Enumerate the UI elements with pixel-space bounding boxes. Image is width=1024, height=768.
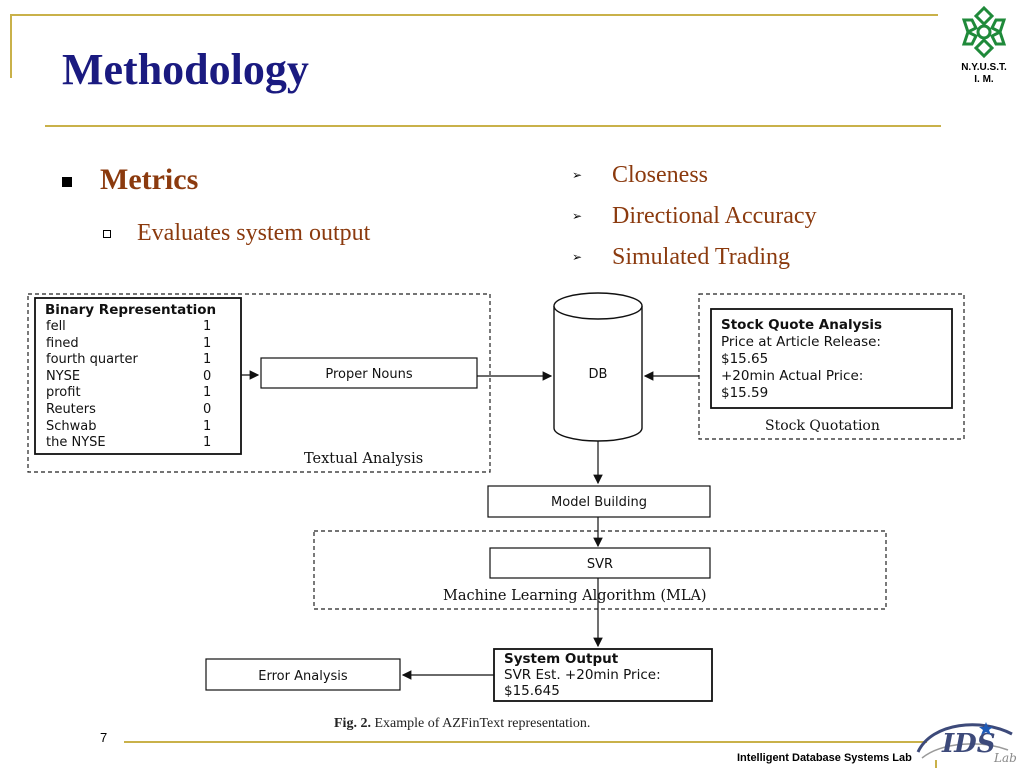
model-building-box [487, 485, 711, 518]
db-label: DB [589, 367, 608, 382]
svr-box [489, 547, 711, 579]
logo-caption-line2: I. M. [974, 74, 994, 85]
page-number: 7 [100, 730, 108, 745]
binary-value: 0 [203, 402, 211, 417]
metrics-list-item-text: Closeness [612, 162, 708, 188]
proper-nouns-label: Proper Nouns [325, 367, 413, 382]
footer-left-rule [124, 741, 927, 743]
mla-label: Machine Learning Algorithm (MLA) [443, 588, 707, 604]
binary-term: the NYSE [46, 435, 106, 450]
textual-analysis-label: Textual Analysis [304, 451, 423, 467]
stock-quote-analysis-box [710, 308, 953, 409]
binary-value: 0 [203, 369, 211, 384]
stock-quote-line: Price at Article Release: [721, 334, 881, 350]
stock-quotation-label: Stock Quotation [765, 418, 880, 434]
hollow-square-bullet-icon [103, 230, 111, 238]
binary-value: 1 [203, 319, 211, 334]
footer-lab-name: Intelligent Database Systems Lab [737, 752, 912, 764]
model-building-label: Model Building [551, 495, 647, 510]
chevron-right-icon: ➢ [572, 250, 583, 264]
binary-term: Reuters [46, 402, 96, 417]
error-analysis-label: Error Analysis [258, 669, 348, 684]
bullet-evaluates-text: Evaluates system output [137, 220, 371, 246]
figure-caption-number: Fig. 2. [334, 716, 371, 731]
metrics-list-item-text: Simulated Trading [612, 244, 791, 270]
title-underline [45, 125, 941, 127]
stock-quotation-region [698, 293, 965, 440]
ids-logo-text: IDS [941, 729, 996, 759]
binary-term: Schwab [46, 419, 97, 434]
metrics-list-item-text: Directional Accuracy [612, 203, 817, 229]
footer-right-rule [935, 760, 937, 768]
binary-term: profit [46, 385, 81, 400]
system-output-line: $15.645 [504, 683, 560, 699]
binary-value: 1 [203, 419, 211, 434]
binary-term: fined [46, 336, 79, 351]
azfintext-diagram: Binary Representation fell 1 fined 1 fou… [27, 292, 965, 702]
slide-title: Methodology [62, 45, 309, 94]
bullet-metrics-text: Metrics [100, 163, 199, 196]
binary-term: fourth quarter [46, 352, 138, 367]
stock-quote-line: +20min Actual Price: [721, 368, 863, 384]
binary-representation-box [34, 297, 242, 455]
mla-region [313, 530, 887, 610]
ids-logo-sub: Lab [993, 751, 1017, 765]
binary-term: NYSE [46, 369, 80, 384]
header-left-rule [10, 14, 12, 78]
chevron-right-icon: ➢ [572, 168, 583, 182]
logo-caption-line1: N.Y.U.S.T. [961, 62, 1007, 73]
system-output-line: SVR Est. +20min Price: [504, 667, 661, 683]
binary-representation-title: Binary Representation [45, 302, 216, 318]
binary-rows: fell 1 fined 1 fourth quarter 1 NYSE 0 p… [46, 319, 211, 450]
binary-value: 1 [203, 336, 211, 351]
binary-value: 1 [203, 435, 211, 450]
proper-nouns-box [260, 357, 478, 389]
binary-term: fell [46, 319, 66, 334]
figure-caption: Fig. 2. Example of AZFinText representat… [334, 716, 590, 732]
db-cylinder [553, 292, 643, 442]
binary-value: 1 [203, 352, 211, 367]
chevron-right-icon: ➢ [572, 209, 583, 223]
system-output-box [493, 648, 713, 702]
ids-lab-logo-icon: IDS Lab [916, 722, 1017, 765]
binary-value: 1 [203, 385, 211, 400]
stock-quote-line: $15.59 [721, 385, 768, 401]
logo-caption: N.Y.U.S.T. I. M. [945, 62, 1023, 86]
nyust-logo-icon [961, 5, 1007, 59]
header-top-rule [10, 14, 938, 16]
stock-quote-title: Stock Quote Analysis [721, 317, 882, 333]
svr-label: SVR [587, 557, 613, 572]
square-bullet-icon [62, 177, 72, 187]
figure-caption-text: Example of AZFinText representation. [374, 716, 591, 731]
stock-quote-line: $15.65 [721, 351, 768, 367]
system-output-title: System Output [504, 651, 619, 667]
textual-analysis-region [27, 293, 491, 473]
error-analysis-box [205, 658, 401, 691]
